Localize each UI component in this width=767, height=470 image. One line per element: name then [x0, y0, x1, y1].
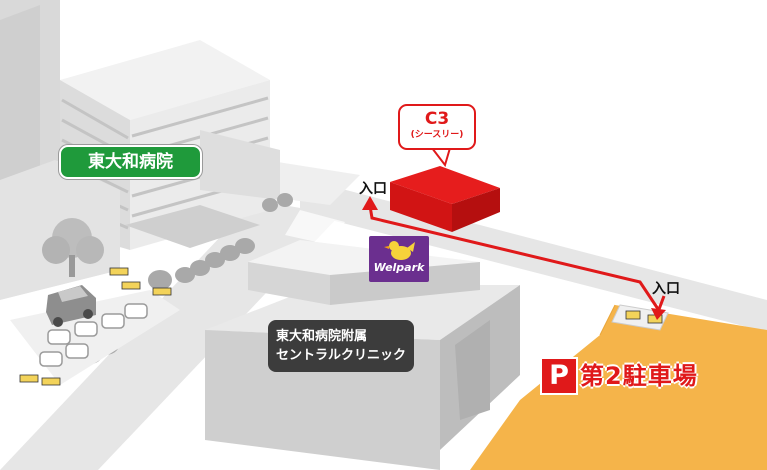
clinic-side-block [455, 320, 490, 420]
clinic-label: 東大和病院附属 セントラルクリニック [268, 320, 414, 372]
clinic-label-line1: 東大和病院附属 [276, 329, 368, 344]
parking-lot-area [470, 305, 767, 470]
parking-lot-edge [599, 304, 616, 336]
hospital-label: 東大和病院 [59, 145, 202, 179]
parking-name-label: 第2駐車場 [580, 362, 698, 390]
welpark-bird-logo [384, 241, 415, 260]
entrance-label-parking: 入口 [652, 281, 680, 297]
crosswalk [285, 210, 345, 245]
c3-title: C3 [424, 109, 450, 129]
sidewalk [255, 160, 360, 205]
c3-building-top [390, 166, 500, 204]
tree-icon [42, 218, 104, 277]
c3-callout: C3 (シースリー) [398, 104, 476, 150]
hospital-annex [200, 130, 280, 200]
building-far-left-face [0, 5, 40, 190]
parking-entry-arrow-icon [651, 308, 666, 320]
parked-cars [39, 303, 148, 367]
c3-subtitle: (シースリー) [410, 130, 464, 140]
hospital-main-top [60, 40, 270, 120]
welpark-name: Welpark [373, 261, 425, 274]
welpark-sign: Welpark [369, 236, 429, 282]
clinic-tower-left [248, 262, 330, 305]
route-line [368, 205, 662, 313]
c3-building-front [390, 182, 452, 232]
route-arrow-icon [362, 196, 378, 210]
clinic-tower-right [330, 262, 480, 305]
parking-gate-booth-1 [625, 310, 641, 320]
entrance-label-c3: 入口 [359, 181, 387, 197]
clinic-label-line2: セントラルクリニック [276, 348, 407, 363]
hospital-canopy [125, 205, 260, 248]
parking-bays-yellow [19, 267, 172, 386]
c3-building-side [452, 188, 500, 232]
parking-sign-icon: P [540, 357, 578, 395]
car-icon [46, 285, 96, 327]
c3-bubble-pointer [429, 147, 452, 168]
